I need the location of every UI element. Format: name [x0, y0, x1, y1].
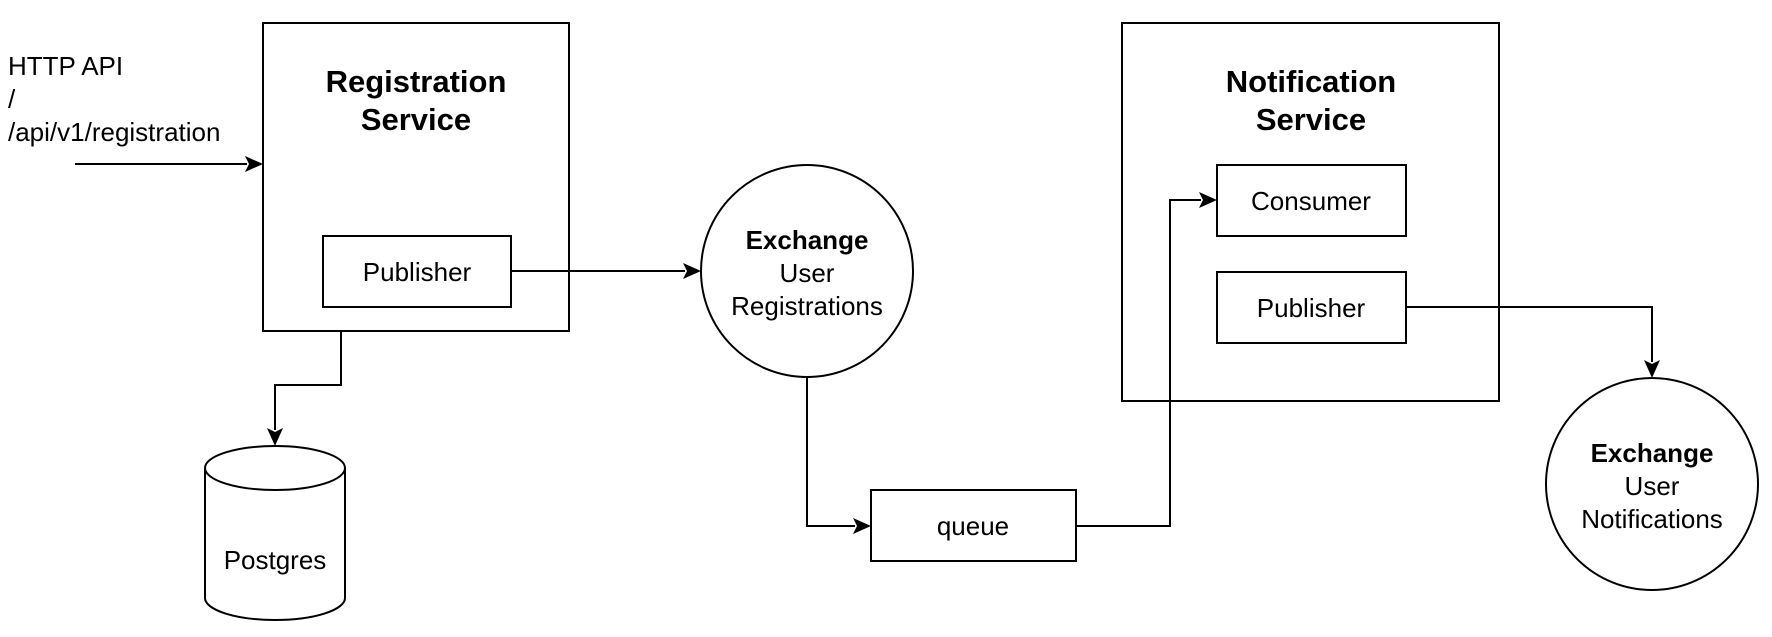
http-api-slash-text: / — [8, 84, 16, 114]
notification-service-subtitle: Service — [1256, 102, 1366, 137]
exchange-registrations-name-2: Registrations — [731, 291, 883, 321]
exchange-to-queue-arrow — [806, 377, 871, 534]
registration-to-postgres-arrow — [267, 331, 342, 446]
notification-publisher-box — [1216, 271, 1407, 344]
consumer-label: Consumer — [1251, 186, 1371, 216]
postgres-database: Postgres — [204, 445, 346, 621]
exchange-notifications-title: Exchange — [1591, 438, 1714, 468]
registration-publisher-label: Publisher — [363, 257, 472, 287]
http-to-registration-arrow — [75, 156, 263, 172]
publisher-to-notifications-arrow — [1406, 306, 1660, 378]
consumer-box — [1216, 164, 1407, 237]
publisher-to-exchange-arrow — [511, 263, 701, 279]
registration-service-title: Registration — [326, 64, 507, 99]
exchange-notifications-name-1: User — [1625, 471, 1680, 501]
http-api-path-text: /api/v1/registration — [8, 117, 220, 147]
queue-box — [870, 489, 1077, 562]
notification-publisher-label: Publisher — [1257, 293, 1366, 323]
exchange-registrations-name-1: User — [780, 258, 835, 288]
exchange-registrations-title: Exchange — [746, 225, 869, 255]
http-api-text: HTTP API — [8, 51, 123, 81]
registration-publisher-box — [322, 235, 512, 308]
queue-to-consumer-arrow — [1076, 192, 1217, 527]
notification-service-title: Notification — [1226, 64, 1397, 99]
postgres-label: Postgres — [224, 545, 327, 575]
exchange-notifications-name-2: Notifications — [1581, 504, 1723, 534]
queue-label: queue — [937, 511, 1009, 541]
registration-service-subtitle: Service — [361, 102, 471, 137]
http-api-label: HTTP API / /api/v1/registration — [8, 51, 220, 147]
